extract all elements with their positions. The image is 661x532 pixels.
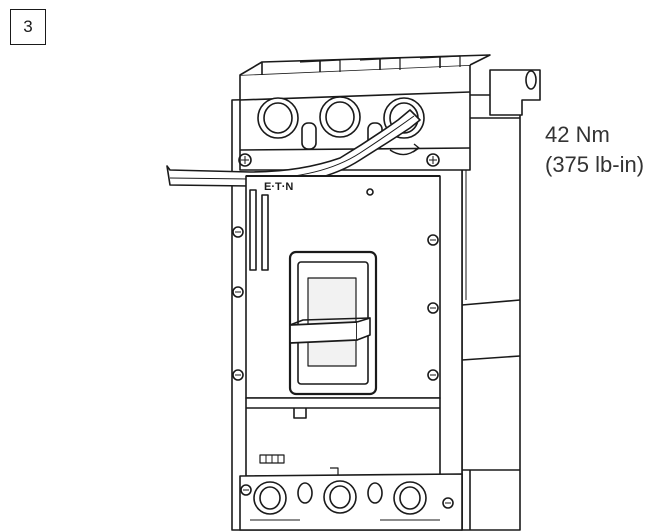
torque-metric: 42 Nm bbox=[545, 122, 610, 147]
mounting-bracket bbox=[489, 69, 541, 116]
operating-handle bbox=[288, 250, 378, 396]
torque-imperial: (375 lb-in) bbox=[545, 152, 645, 177]
step-number-box: 3 bbox=[10, 9, 46, 45]
torque-specification: 42 Nm (375 lb-in) bbox=[545, 120, 644, 180]
top-screws bbox=[238, 153, 440, 167]
brand-logo: E·T·N bbox=[264, 181, 293, 193]
lower-cover bbox=[245, 397, 441, 477]
top-terminal-holes bbox=[257, 96, 425, 150]
step-number: 3 bbox=[23, 17, 33, 36]
body-screws bbox=[232, 226, 439, 381]
bottom-terminal-holes bbox=[253, 480, 427, 515]
